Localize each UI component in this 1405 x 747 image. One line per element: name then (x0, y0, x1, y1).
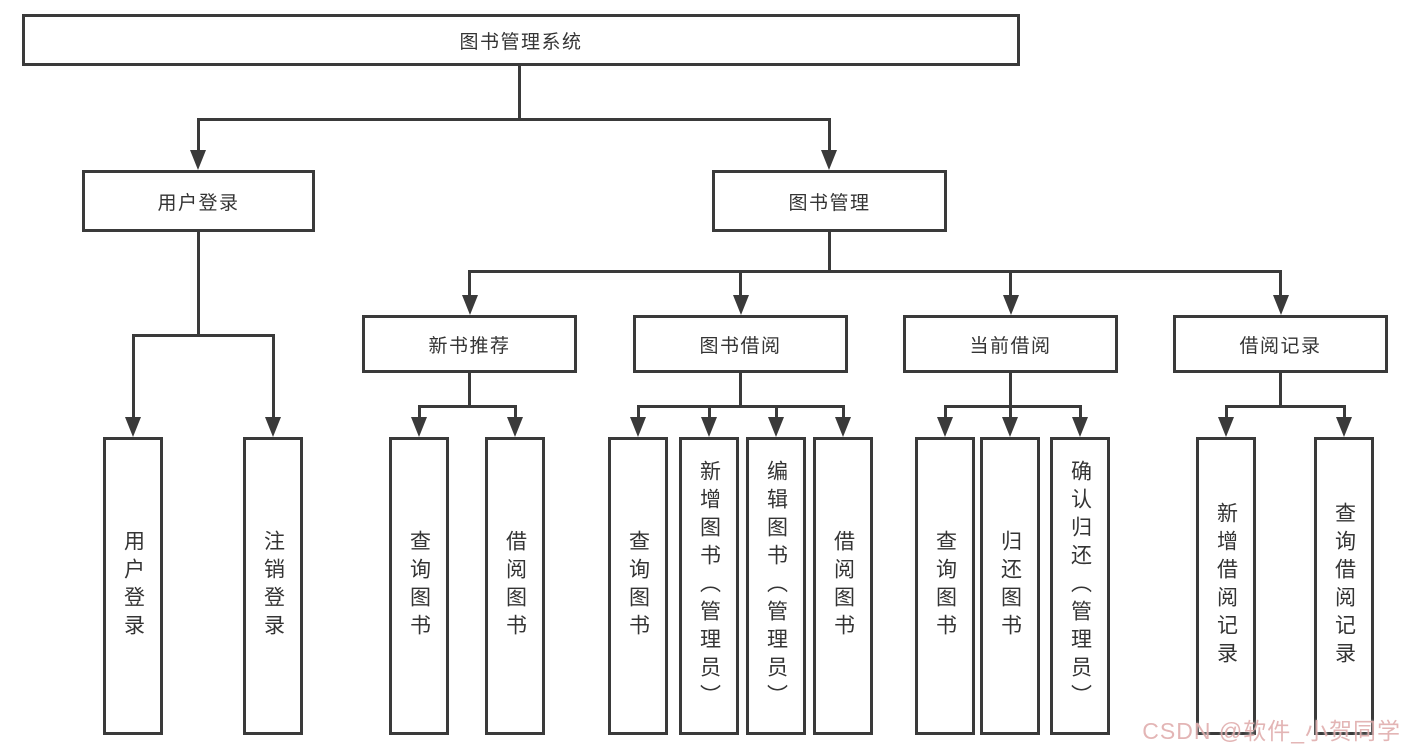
connector-drop-leaf (1009, 405, 1012, 419)
leaf-borrow-books-recommend: 借阅图书 (485, 437, 545, 735)
connector-drop-leaf (418, 405, 421, 419)
connector-drop-category (739, 270, 742, 297)
node-label: 归还图书 (998, 530, 1022, 642)
connector-drop-user-login (197, 118, 200, 152)
connector-category-stem (1009, 373, 1012, 408)
connector-drop-leaf (1225, 405, 1228, 419)
leaf-query-books-current: 查询图书 (915, 437, 975, 735)
leaf-confirm-return-admin: 确认归还（管理员） (1050, 437, 1110, 735)
connector-drop-leaf (272, 334, 275, 419)
node-user-login: 用户登录 (82, 170, 315, 232)
node-label: 用户登录 (157, 192, 240, 214)
arrowhead (821, 150, 837, 170)
connector-drop-leaf (842, 405, 845, 419)
connector-drop-leaf (944, 405, 947, 419)
connector-drop-leaf (775, 405, 778, 419)
arrowhead (835, 417, 851, 437)
leaf-borrow-books: 借阅图书 (813, 437, 873, 735)
node-current-borrowing: 当前借阅 (903, 315, 1118, 373)
connector-book-mgmt-stem (828, 232, 831, 273)
leaf-logout: 注销登录 (243, 437, 303, 735)
connector-category-branch (637, 405, 845, 408)
connector-category-stem (1279, 373, 1282, 408)
arrowhead (1273, 295, 1289, 315)
arrowhead (768, 417, 784, 437)
connector-root-stem (518, 66, 521, 120)
arrowhead (507, 417, 523, 437)
connector-category-branch (418, 405, 516, 408)
node-library-system: 图书管理系统 (22, 14, 1020, 66)
connector-drop-leaf (1079, 405, 1082, 419)
connector-drop-leaf (637, 405, 640, 419)
node-label: 新书推荐 (428, 335, 511, 357)
connector-user-login-branch (132, 334, 274, 337)
node-label: 图书借阅 (699, 335, 782, 357)
connector-drop-book-mgmt (828, 118, 831, 152)
arrowhead (1002, 417, 1018, 437)
node-label: 新增借阅记录 (1214, 502, 1238, 670)
connector-user-login-stem (197, 232, 200, 337)
arrowhead (462, 295, 478, 315)
leaf-add-books-admin: 新增图书（管理员） (679, 437, 739, 735)
connector-drop-category (1009, 270, 1012, 297)
connector-category-stem (468, 373, 471, 408)
node-label: 图书管理 (788, 192, 871, 214)
node-label: 查询图书 (407, 530, 431, 642)
leaf-return-books: 归还图书 (980, 437, 1040, 735)
connector-drop-leaf (1343, 405, 1346, 419)
connector-category-branch (1225, 405, 1345, 408)
connector-root-branch (197, 118, 831, 121)
arrowhead (411, 417, 427, 437)
arrowhead (1072, 417, 1088, 437)
node-label: 注销登录 (261, 530, 285, 642)
node-label: 借阅图书 (503, 530, 527, 642)
node-label: 图书管理系统 (459, 31, 583, 53)
node-borrowing-records: 借阅记录 (1173, 315, 1388, 373)
node-label: 编辑图书（管理员） (764, 460, 788, 712)
leaf-user-login: 用户登录 (103, 437, 163, 735)
node-label: 新增图书（管理员） (697, 460, 721, 712)
leaf-add-borrow-record: 新增借阅记录 (1196, 437, 1256, 735)
csdn-watermark: CSDN @软件_小贺同学 (1142, 718, 1401, 744)
node-label: 借阅记录 (1239, 335, 1322, 357)
arrowhead (1336, 417, 1352, 437)
arrowhead (1003, 295, 1019, 315)
leaf-query-borrow-record: 查询借阅记录 (1314, 437, 1374, 735)
connector-book-mgmt-branch (468, 270, 1282, 273)
connector-category-branch (944, 405, 1082, 408)
node-label: 查询借阅记录 (1332, 502, 1356, 670)
connector-drop-leaf (514, 405, 517, 419)
connector-drop-leaf (132, 334, 135, 419)
node-label: 查询图书 (626, 530, 650, 642)
leaf-query-books-borrowing: 查询图书 (608, 437, 668, 735)
arrowhead (733, 295, 749, 315)
connector-drop-category (1279, 270, 1282, 297)
arrowhead (125, 417, 141, 437)
node-label: 借阅图书 (831, 530, 855, 642)
node-label: 当前借阅 (969, 335, 1052, 357)
connector-category-stem (739, 373, 742, 408)
arrowhead (630, 417, 646, 437)
node-new-book-recommend: 新书推荐 (362, 315, 577, 373)
arrowhead (937, 417, 953, 437)
arrowhead (1218, 417, 1234, 437)
leaf-edit-books-admin: 编辑图书（管理员） (746, 437, 806, 735)
connector-drop-category (468, 270, 471, 297)
node-book-borrowing: 图书借阅 (633, 315, 848, 373)
node-label: 查询图书 (933, 530, 957, 642)
arrowhead (190, 150, 206, 170)
arrowhead (265, 417, 281, 437)
connector-drop-leaf (708, 405, 711, 419)
arrowhead (701, 417, 717, 437)
node-label: 用户登录 (121, 530, 145, 642)
node-book-management: 图书管理 (712, 170, 947, 232)
node-label: 确认归还（管理员） (1068, 460, 1092, 712)
leaf-query-books-recommend: 查询图书 (389, 437, 449, 735)
